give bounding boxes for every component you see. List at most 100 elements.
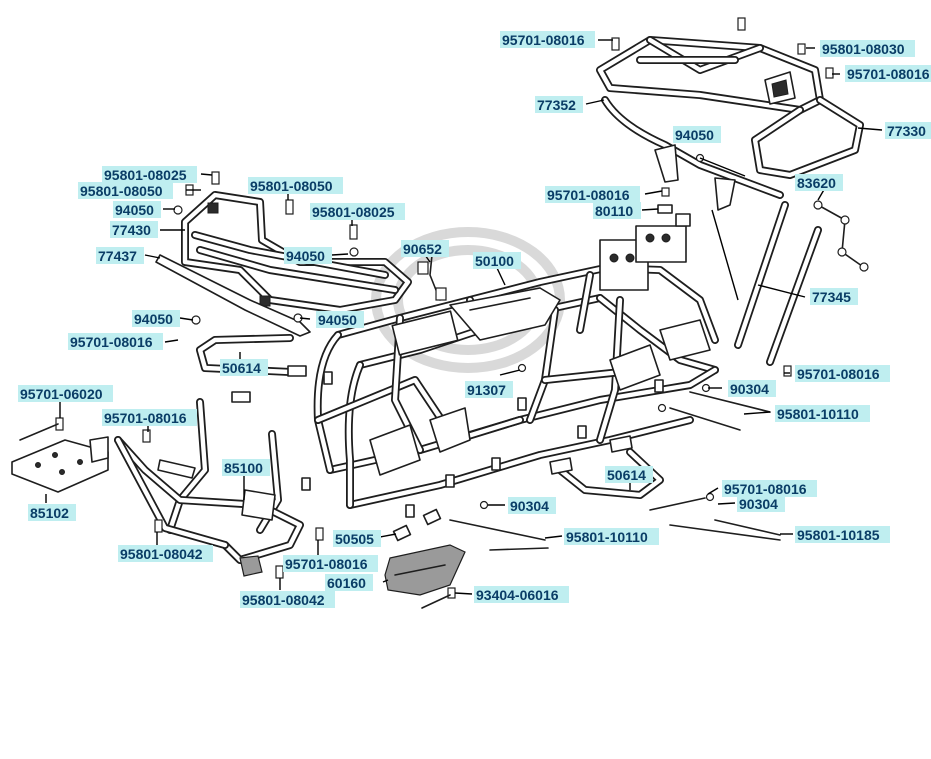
part-label: 90304 xyxy=(728,380,776,397)
part-label: 95801-08025 xyxy=(310,203,405,220)
support-struts-drawing xyxy=(734,201,822,366)
svg-text:95801-10185: 95801-10185 xyxy=(797,527,880,543)
svg-text:50614: 50614 xyxy=(222,360,261,376)
part-label: 80110 xyxy=(593,202,641,219)
svg-text:95801-08042: 95801-08042 xyxy=(120,546,203,562)
part-label: 77330 xyxy=(885,122,931,139)
part-label: 95701-08016 xyxy=(102,409,197,426)
svg-text:85102: 85102 xyxy=(30,505,69,521)
clip-80110-drawing xyxy=(657,204,691,227)
part-label: 90304 xyxy=(508,497,556,514)
part-label: 95701-08016 xyxy=(545,186,640,203)
part-label: 50100 xyxy=(473,252,521,269)
part-label: 77437 xyxy=(96,247,144,264)
part-label: 50614 xyxy=(220,359,268,376)
svg-text:95701-08016: 95701-08016 xyxy=(70,334,153,350)
skid-plate-drawing xyxy=(384,544,466,596)
svg-text:93404-06016: 93404-06016 xyxy=(476,587,559,603)
main-frame-drawing xyxy=(301,225,719,518)
svg-text:94050: 94050 xyxy=(134,311,173,327)
part-label: 90304 xyxy=(737,495,785,512)
part-label: 95701-08016 xyxy=(283,555,378,572)
svg-text:95801-08030: 95801-08030 xyxy=(822,41,905,57)
part-label: 95701-08016 xyxy=(722,480,817,497)
svg-text:95801-08025: 95801-08025 xyxy=(312,204,395,220)
svg-text:50614: 50614 xyxy=(607,467,646,483)
svg-text:94050: 94050 xyxy=(115,202,154,218)
part-label: 93404-06016 xyxy=(474,586,569,603)
part-label: 95701-06020 xyxy=(18,385,113,402)
svg-text:90304: 90304 xyxy=(510,498,549,514)
front-carrier-drawing xyxy=(181,191,412,314)
part-label: 77430 xyxy=(110,221,158,238)
svg-text:50505: 50505 xyxy=(335,531,374,547)
svg-text:83620: 83620 xyxy=(797,175,836,191)
svg-text:77345: 77345 xyxy=(812,289,851,305)
part-label: 95801-08050 xyxy=(248,177,343,194)
svg-text:94050: 94050 xyxy=(318,312,357,328)
part-label: 90652 xyxy=(401,240,449,257)
svg-text:50100: 50100 xyxy=(475,253,514,269)
part-label: 91307 xyxy=(465,381,513,398)
svg-text:95701-06020: 95701-06020 xyxy=(20,386,103,402)
part-label: 77352 xyxy=(535,96,583,113)
svg-text:90652: 90652 xyxy=(403,241,442,257)
svg-text:95801-10110: 95801-10110 xyxy=(566,529,648,545)
svg-text:95801-08042: 95801-08042 xyxy=(242,592,325,608)
svg-text:95701-08016: 95701-08016 xyxy=(797,366,880,382)
svg-text:77437: 77437 xyxy=(98,248,137,264)
part-label: 94050 xyxy=(316,311,364,328)
svg-text:95701-08016: 95701-08016 xyxy=(502,32,585,48)
svg-text:91307: 91307 xyxy=(467,382,506,398)
part-label: 95801-08042 xyxy=(240,591,335,608)
part-label: 83620 xyxy=(795,174,843,191)
svg-text:80110: 80110 xyxy=(595,203,633,219)
part-label: 85100 xyxy=(222,459,270,476)
part-label: 94050 xyxy=(132,310,180,327)
part-label: 95701-08016 xyxy=(795,365,890,382)
part-label: 60160 xyxy=(325,574,373,591)
svg-text:94050: 94050 xyxy=(286,248,325,264)
long-bolts-drawing xyxy=(449,383,781,551)
part-label: 95801-10110 xyxy=(775,405,870,422)
svg-text:95801-08050: 95801-08050 xyxy=(250,178,333,194)
part-label: 95701-08016 xyxy=(68,333,163,350)
svg-text:95701-08016: 95701-08016 xyxy=(724,481,807,497)
strap-77437-drawing xyxy=(155,254,311,337)
part-label: 95801-08050 xyxy=(78,182,173,199)
svg-text:85100: 85100 xyxy=(224,460,263,476)
part-label: 95801-10185 xyxy=(795,526,890,543)
part-label: 95801-08042 xyxy=(118,545,213,562)
svg-text:77430: 77430 xyxy=(112,222,151,238)
svg-text:90304: 90304 xyxy=(739,496,778,512)
svg-text:94050: 94050 xyxy=(675,127,714,143)
svg-text:95701-08016: 95701-08016 xyxy=(104,410,187,426)
front-bumper-drawing xyxy=(114,398,304,577)
svg-text:90304: 90304 xyxy=(730,381,769,397)
part-label: 85102 xyxy=(28,504,76,521)
svg-text:95701-08016: 95701-08016 xyxy=(547,187,630,203)
svg-text:95801-08025: 95801-08025 xyxy=(104,167,187,183)
svg-text:95701-08016: 95701-08016 xyxy=(285,556,368,572)
part-label: 95801-10110 xyxy=(564,528,659,545)
svg-text:95801-08050: 95801-08050 xyxy=(80,183,163,199)
winch-plate-drawing xyxy=(11,436,109,493)
leader-lines xyxy=(45,39,883,595)
part-label: 50505 xyxy=(333,530,381,547)
part-label: 95801-08025 xyxy=(102,166,197,183)
part-label: 94050 xyxy=(284,247,332,264)
svg-text:60160: 60160 xyxy=(327,575,366,591)
part-label: 94050 xyxy=(673,126,721,143)
svg-text:77352: 77352 xyxy=(537,97,576,113)
part-label: 94050 xyxy=(113,201,161,218)
part-label: 77345 xyxy=(810,288,858,305)
part-labels: 95701-08016 95801-08030 95701-08016 7735… xyxy=(18,31,931,608)
part-label: 50614 xyxy=(605,466,653,483)
part-label: 95701-08016 xyxy=(845,65,931,82)
part-label: 95801-08030 xyxy=(820,40,915,57)
rear-side-rail-drawing xyxy=(601,96,784,211)
svg-text:95701-08016: 95701-08016 xyxy=(847,66,930,82)
svg-text:77330: 77330 xyxy=(887,123,926,139)
collar-50505-drawing xyxy=(392,508,442,542)
